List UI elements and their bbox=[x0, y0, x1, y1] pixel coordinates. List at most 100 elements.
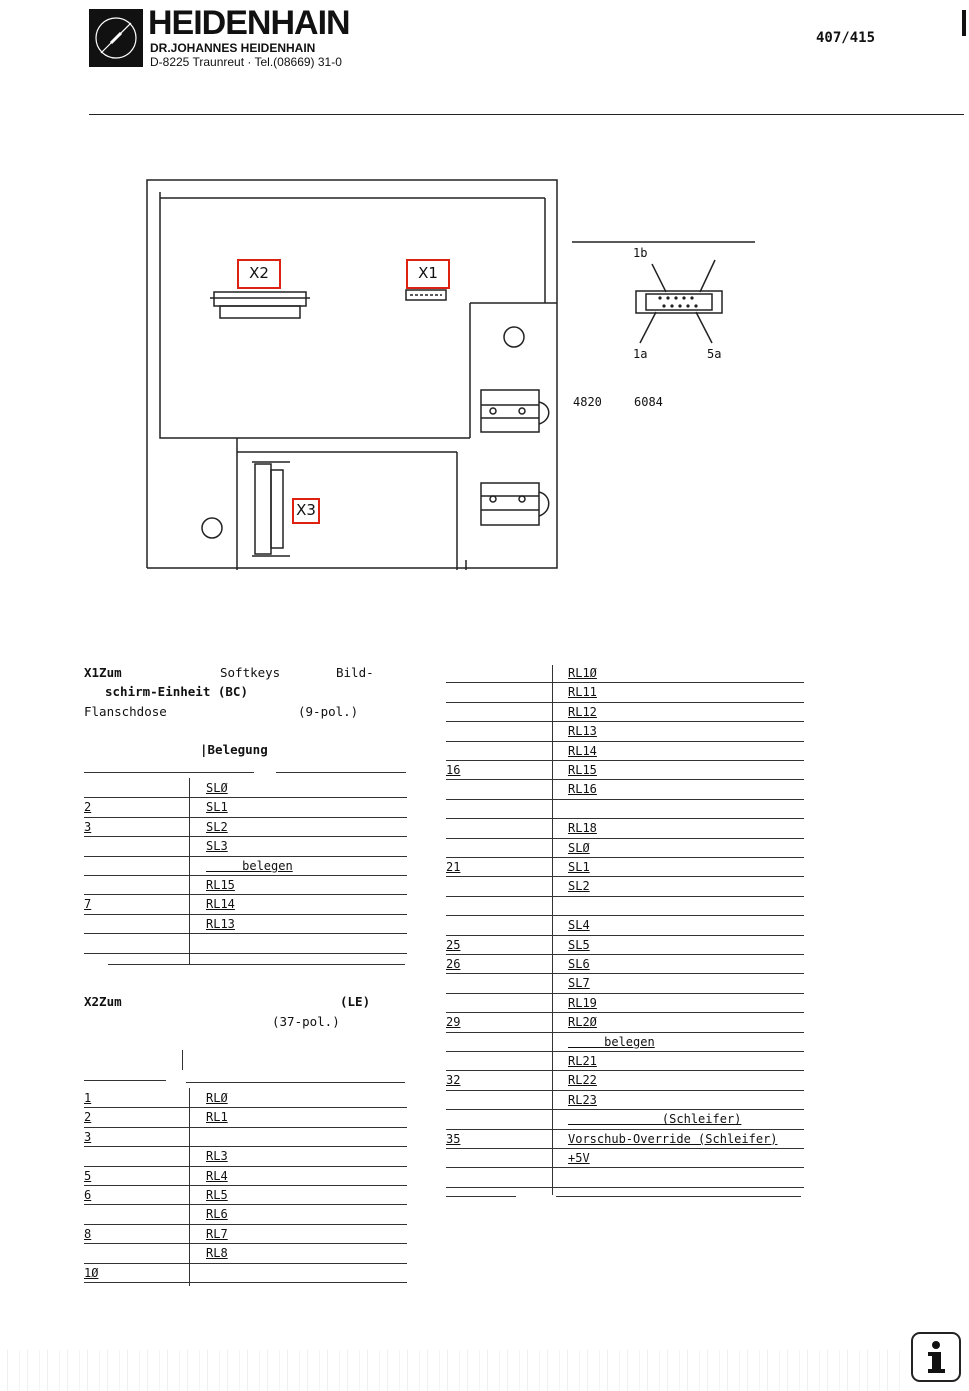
scan-noise bbox=[0, 1350, 900, 1391]
pin-1b-label: 1b bbox=[633, 246, 648, 260]
table-row: +5V bbox=[446, 1149, 804, 1169]
table-row: RL19 bbox=[446, 994, 804, 1014]
x1-label: X1 bbox=[406, 259, 450, 289]
x2-cont-bottom-rule-right bbox=[556, 1196, 801, 1197]
table-row: 2 SL1 bbox=[84, 798, 407, 818]
pin-signal: +5V bbox=[568, 1151, 590, 1165]
table-row: 21 SL1 bbox=[446, 858, 804, 878]
x2-header-rule-left bbox=[84, 1080, 166, 1081]
info-icon[interactable] bbox=[911, 1332, 961, 1382]
x1-heading: |Belegung bbox=[200, 742, 268, 757]
pin-number: 8 bbox=[84, 1226, 92, 1241]
pin-signal: RL13 bbox=[568, 724, 597, 739]
pin-number: 3 bbox=[84, 1129, 92, 1144]
x1-header-rule-right bbox=[276, 772, 406, 773]
pin-number: 29 bbox=[446, 1015, 461, 1030]
pin-signal: RL1 bbox=[206, 1110, 228, 1125]
table-row: RL14 bbox=[446, 742, 804, 761]
table-row: RL11 bbox=[446, 683, 804, 703]
x2-title-2: (LE) bbox=[340, 994, 371, 1009]
pin-number: 2 bbox=[84, 1110, 92, 1125]
x1-bottom-rule bbox=[108, 964, 405, 965]
x1-subtitle-1: Flanschdose bbox=[84, 704, 167, 719]
pin-signal: RL3 bbox=[206, 1149, 228, 1164]
pin-signal: RL5 bbox=[206, 1188, 228, 1202]
table-row: RL12 bbox=[446, 703, 804, 723]
pin-number: 3 bbox=[84, 819, 92, 834]
edge-mark bbox=[962, 10, 966, 36]
x1-title-line2: schirm-Einheit (BC) bbox=[105, 684, 248, 699]
table-row: 1Ø bbox=[84, 1264, 407, 1283]
x2-cont-bottom-rule-left bbox=[446, 1196, 516, 1197]
table-row: SLØ bbox=[84, 779, 407, 799]
table-row: RL6 bbox=[84, 1205, 407, 1225]
x2-subtitle: (37-pol.) bbox=[272, 1014, 340, 1029]
x1-header-rule-left bbox=[84, 772, 254, 773]
heidenhain-logo bbox=[89, 9, 143, 67]
pin-signal: Vorschub-Override (Schleifer) bbox=[568, 1131, 778, 1146]
pin-number: 7 bbox=[84, 897, 92, 912]
x3-label: X3 bbox=[292, 498, 320, 524]
pin-signal: RL8 bbox=[206, 1246, 228, 1261]
pin-signal: SL1 bbox=[568, 860, 590, 874]
pin-signal: RL13 bbox=[206, 916, 235, 931]
x1-subtitle-2: (9-pol.) bbox=[298, 704, 359, 719]
pin-signal: SL1 bbox=[206, 800, 228, 815]
company-name: DR.JOHANNES HEIDENHAIN bbox=[150, 41, 316, 55]
table-row: RL16 bbox=[446, 780, 804, 800]
x2-heading-tick bbox=[182, 1050, 183, 1070]
table-row: SL4 bbox=[446, 916, 804, 936]
header-rule bbox=[89, 114, 964, 115]
pin-signal: RL4 bbox=[206, 1168, 228, 1183]
pin-signal: RL15 bbox=[568, 763, 597, 777]
part-number-b: 6084 bbox=[634, 395, 663, 409]
table-row: RL18 bbox=[446, 819, 804, 839]
pin-number: 32 bbox=[446, 1073, 461, 1088]
table-row: SL2 bbox=[446, 877, 804, 897]
table-row: 3 bbox=[84, 1128, 407, 1148]
pin-number: 2 bbox=[84, 800, 92, 815]
pin-signal: RL18 bbox=[568, 821, 597, 836]
table-row: RL13 bbox=[446, 722, 804, 742]
pin-signal: RL16 bbox=[568, 782, 597, 797]
x1-title-1: X1Zum bbox=[84, 665, 122, 680]
brand-name: HEIDENHAIN bbox=[148, 4, 351, 42]
pin-signal: SL4 bbox=[568, 918, 590, 933]
x2-column-divider bbox=[189, 1088, 190, 1286]
pin-number: 25 bbox=[446, 937, 461, 952]
pin-signal: RL1Ø bbox=[568, 666, 597, 680]
pin-number: 21 bbox=[446, 860, 461, 874]
pin-signal: SLØ bbox=[206, 781, 228, 795]
pin-signal: RL23 bbox=[568, 1092, 597, 1107]
table-row bbox=[446, 897, 804, 917]
pin-signal: SLØ bbox=[568, 840, 590, 855]
pin-signal: SL3 bbox=[206, 839, 228, 854]
pin-number: 5 bbox=[84, 1168, 92, 1183]
pin-number: 26 bbox=[446, 957, 461, 971]
table-row: 25 SL5 bbox=[446, 936, 804, 955]
pin-signal: RL21 bbox=[568, 1054, 597, 1068]
table-row: RL13 bbox=[84, 915, 407, 935]
pin-signal: RL7 bbox=[206, 1226, 228, 1241]
table-row: RL23 bbox=[446, 1091, 804, 1111]
pin-1a-label: 1a bbox=[633, 347, 648, 361]
pin-signal: RL15 bbox=[206, 878, 235, 892]
x2-label: X2 bbox=[237, 259, 281, 289]
x1-title-2: Softkeys bbox=[220, 665, 281, 680]
board-diagram bbox=[146, 179, 755, 570]
pin-signal: SL5 bbox=[568, 937, 590, 952]
pin-signal: (Schleifer) bbox=[568, 1112, 742, 1127]
table-row: RL8 bbox=[84, 1244, 407, 1264]
pin-signal: RLØ bbox=[206, 1091, 228, 1105]
x2-cont-column-divider bbox=[552, 665, 553, 1195]
table-row: belegen bbox=[446, 1033, 804, 1052]
table-row: RL21 bbox=[446, 1052, 804, 1072]
table-row: SLØ bbox=[446, 839, 804, 858]
pin-signal: belegen bbox=[568, 1034, 655, 1049]
